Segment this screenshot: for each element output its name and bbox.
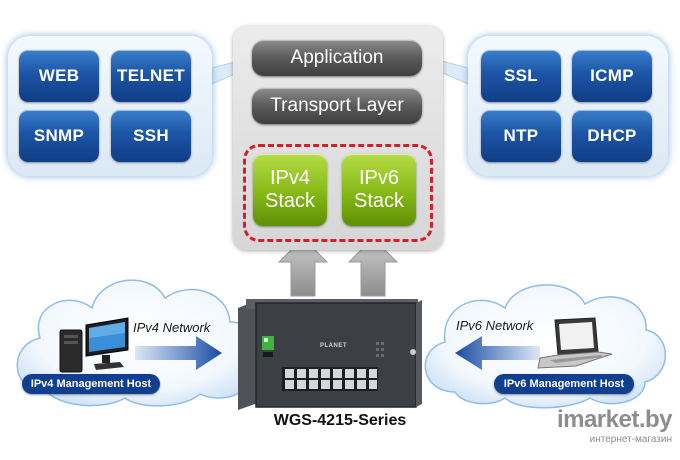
application-layer: Application [252,40,422,76]
network-switch-icon [238,299,422,410]
ipv6-stack-line2: Stack [353,190,405,212]
protocol-icmp: ICMP [572,50,652,102]
protocol-telnet: TELNET [111,50,191,102]
protocol-ssl: SSL [481,50,561,102]
transport-layer: Transport Layer [252,88,422,124]
switch-brand: PLANET [320,343,347,349]
ipv4-network-label: IPv4 Network [133,320,211,335]
ipv6-management-host-label: IPv6 Management Host [494,374,634,394]
left-protocol-panel: WEB TELNET SNMP SSH [8,36,212,176]
protocol-ssh: SSH [111,110,191,162]
protocol-stack: Application Transport Layer IPv4 Stack I… [233,26,443,250]
ipv4-management-host-label: IPv4 Management Host [22,374,160,394]
device-model-caption: WGS-4215-Series [273,412,407,429]
protocol-snmp: SNMP [19,110,99,162]
protocol-dhcp: DHCP [572,110,652,162]
ipv6-network-label: IPv6 Network [456,318,534,333]
ipv4-stack-line2: Stack [264,190,316,212]
ipv6-stack-line1: IPv6 [358,167,400,189]
watermark-logo: imarket.by [556,406,673,433]
ip-stack-group: IPv4 Stack IPv6 Stack [243,144,433,242]
ipv4-stack-line1: IPv4 [269,167,311,189]
ipv4-arrow-icon [135,336,222,370]
desktop-computer-icon [59,317,129,373]
ipv4-stack: IPv4 Stack [253,154,327,226]
up-arrow-icon [277,237,399,297]
protocol-web: WEB [19,50,99,102]
right-protocol-panel: SSL ICMP NTP DHCP [468,36,668,176]
ipv6-arrow-icon [455,336,540,370]
watermark-subtitle: интернет-магазин [589,434,672,445]
ipv6-stack: IPv6 Stack [342,154,416,226]
protocol-ntp: NTP [481,110,561,162]
laptop-icon [537,317,613,369]
